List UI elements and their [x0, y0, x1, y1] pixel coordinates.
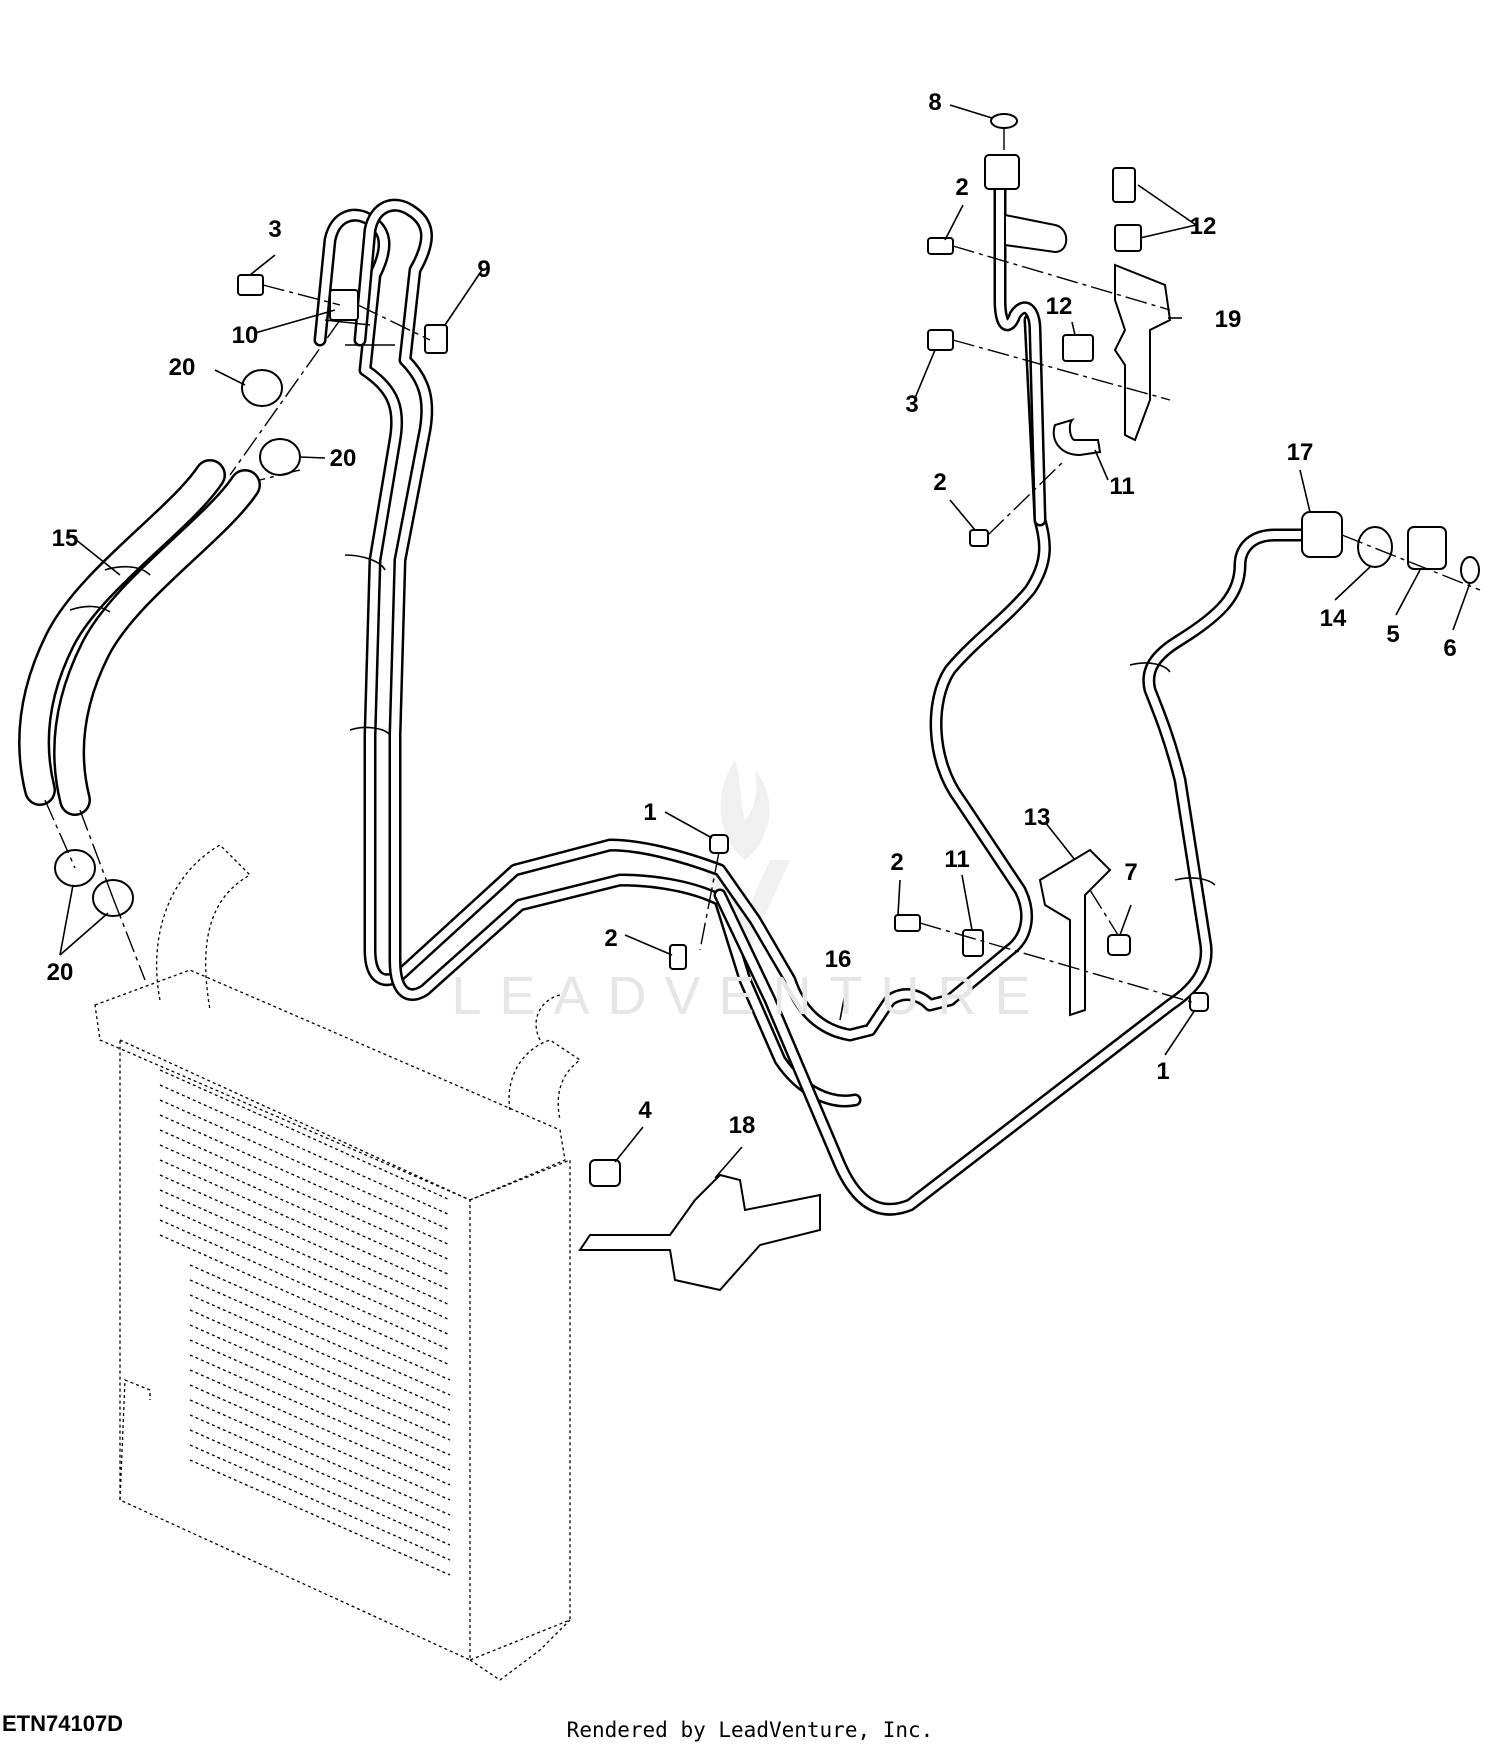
callout-15: 15	[52, 525, 79, 552]
clamp-11-lower	[962, 929, 984, 957]
o-ring-8	[990, 113, 1018, 129]
radiator-fins	[159, 1069, 451, 1576]
alignment-lines	[44, 128, 1196, 1004]
clamp-10	[329, 289, 359, 321]
callout-2-center: 2	[604, 925, 617, 952]
callout-9: 9	[477, 256, 490, 283]
fitting-17	[1301, 511, 1343, 558]
clip-9	[424, 324, 448, 354]
clamp-20a	[241, 369, 283, 407]
callout-labels: 8 2 12 3 9 10 12 19 20 3 20 11 2 17 15 1…	[47, 89, 1457, 1139]
radiator	[94, 844, 582, 1681]
callout-6: 6	[1443, 635, 1456, 662]
tee-branch	[1004, 213, 1068, 254]
callout-19: 19	[1215, 306, 1242, 333]
callout-14: 14	[1320, 605, 1347, 632]
tube-assembly-10	[313, 198, 1051, 1108]
nut-5	[1407, 526, 1447, 570]
callout-16: 16	[825, 946, 852, 973]
callout-2-lower: 2	[890, 849, 903, 876]
figure-id: ETN74107D	[2, 1711, 124, 1736]
callout-11-upper: 11	[1109, 473, 1134, 500]
clip-12b	[1114, 224, 1142, 252]
small-parts	[54, 113, 1209, 1292]
callout-11-lower: 11	[944, 846, 969, 873]
bolt-2-upper	[927, 237, 954, 255]
callout-12-upper: 12	[1190, 213, 1217, 240]
callout-1-center: 1	[643, 799, 656, 826]
clip-12c	[1062, 334, 1094, 362]
callout-4: 4	[638, 1097, 652, 1124]
bolt-4	[589, 1159, 621, 1187]
fitting-tee	[984, 154, 1020, 190]
callout-20-lower: 20	[47, 959, 74, 986]
callout-3-right: 3	[905, 391, 918, 418]
callout-13: 13	[1024, 804, 1051, 831]
bolt-3-left	[237, 274, 264, 296]
fitting-stack	[1301, 511, 1481, 591]
callout-18: 18	[729, 1112, 756, 1139]
bracket-13	[1038, 848, 1112, 1017]
callout-2-middle: 2	[933, 469, 946, 496]
callout-5: 5	[1386, 621, 1399, 648]
callout-10: 10	[232, 322, 259, 349]
callout-20-middle: 20	[330, 445, 357, 472]
callout-1-right: 1	[1156, 1058, 1169, 1085]
watermark-text: LEADVENTURE	[451, 966, 1049, 1026]
callout-12-lower: 12	[1046, 293, 1073, 320]
callout-7: 7	[1124, 859, 1137, 886]
callout-3-left: 3	[268, 216, 281, 243]
callout-17: 17	[1287, 439, 1314, 466]
callout-20-upper: 20	[169, 354, 196, 381]
callout-8: 8	[928, 89, 941, 116]
bracket-18	[578, 1173, 821, 1292]
nut-7	[1107, 934, 1131, 956]
bolt-2-center	[669, 944, 687, 970]
nut-1-center	[709, 834, 729, 854]
hose-15	[18, 459, 261, 816]
clamp-11-upper	[1052, 418, 1102, 457]
callout-leaders	[59, 104, 1471, 1179]
watermark-logo	[700, 760, 790, 960]
o-ring-6	[1460, 556, 1480, 584]
render-credit: Rendered by LeadVenture, Inc.	[566, 1718, 934, 1742]
bracket-19	[1113, 263, 1172, 442]
callout-2-upper: 2	[955, 174, 968, 201]
sleeve-14	[1357, 526, 1393, 568]
tube-vertical-right	[984, 154, 1068, 527]
bolt-2-lower	[894, 914, 921, 932]
bolt-3-right	[927, 329, 954, 351]
clip-12a	[1112, 167, 1136, 203]
bolt-2-mid	[969, 529, 989, 547]
clamp-20b	[259, 438, 301, 476]
tube-16	[713, 528, 1317, 1216]
